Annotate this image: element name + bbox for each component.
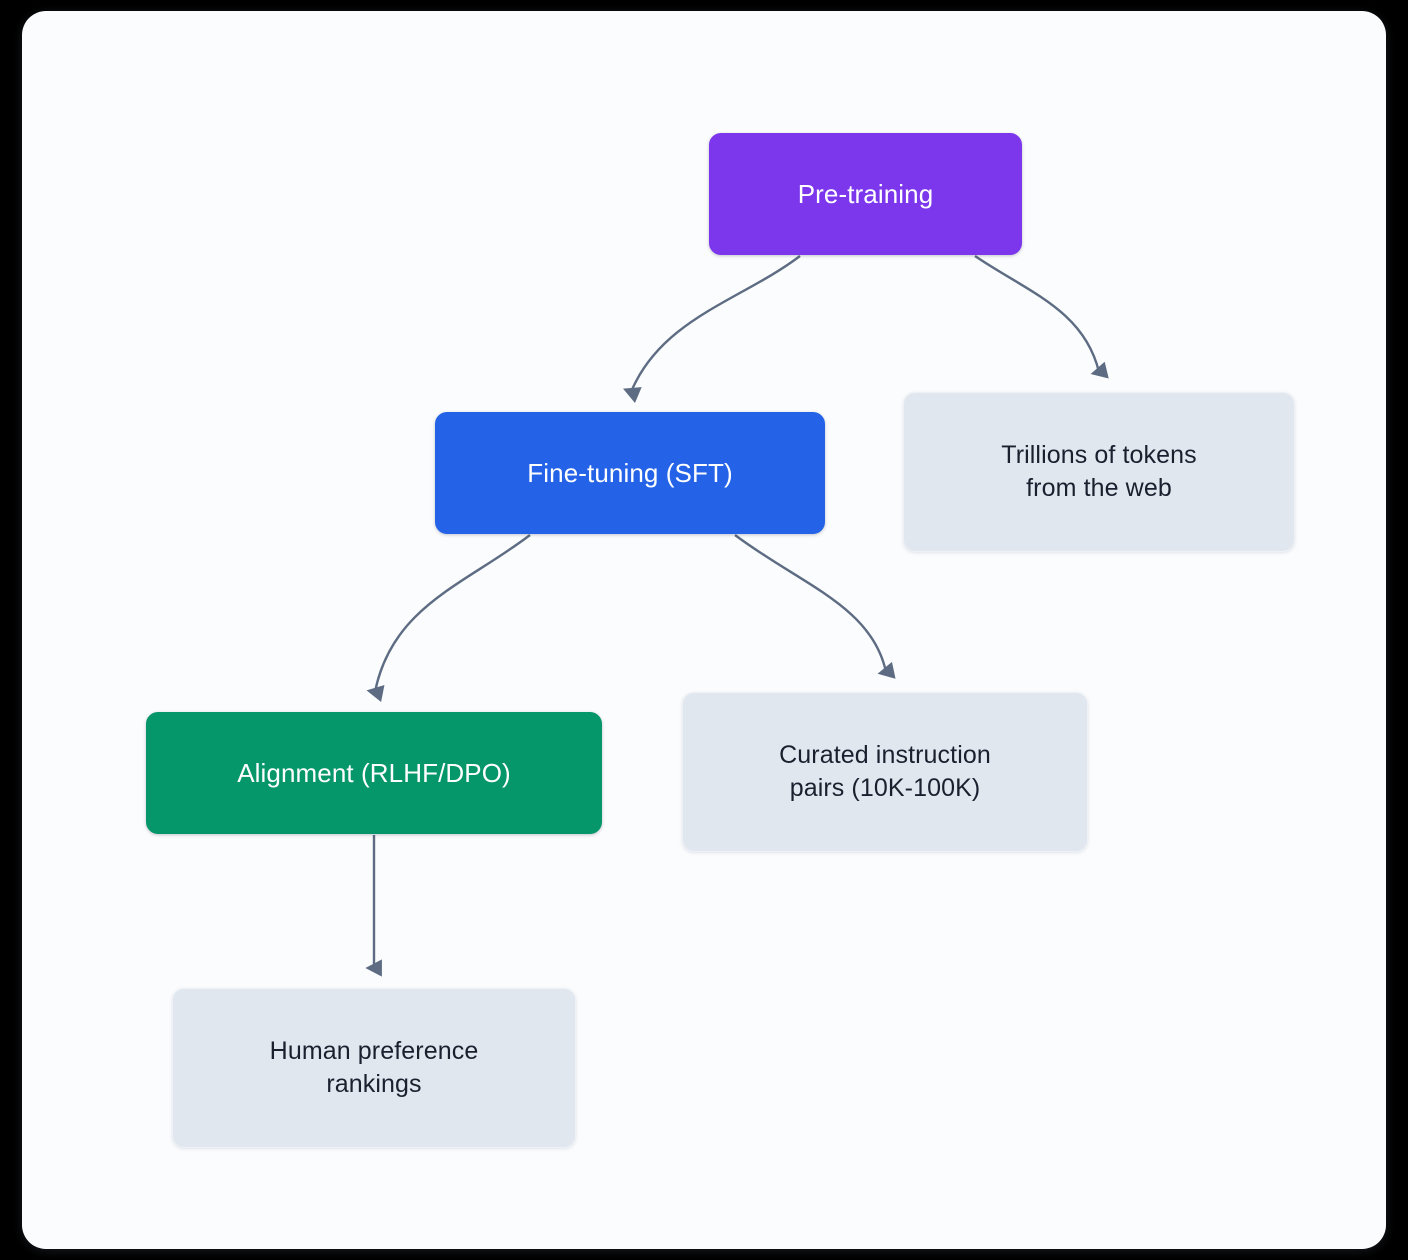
node-fine-tuning-sft[interactable]: Fine-tuning (SFT) bbox=[435, 412, 825, 534]
node-pre-training[interactable]: Pre-training bbox=[709, 133, 1022, 255]
node-alignment-rlhf-dpo[interactable]: Alignment (RLHF/DPO) bbox=[146, 712, 602, 834]
node-human-preference-rankings[interactable]: Human preference rankings bbox=[172, 988, 576, 1148]
node-trillions-of-tokens[interactable]: Trillions of tokens from the web bbox=[903, 392, 1295, 552]
node-curated-instruction-pairs[interactable]: Curated instruction pairs (10K-100K) bbox=[682, 692, 1088, 852]
